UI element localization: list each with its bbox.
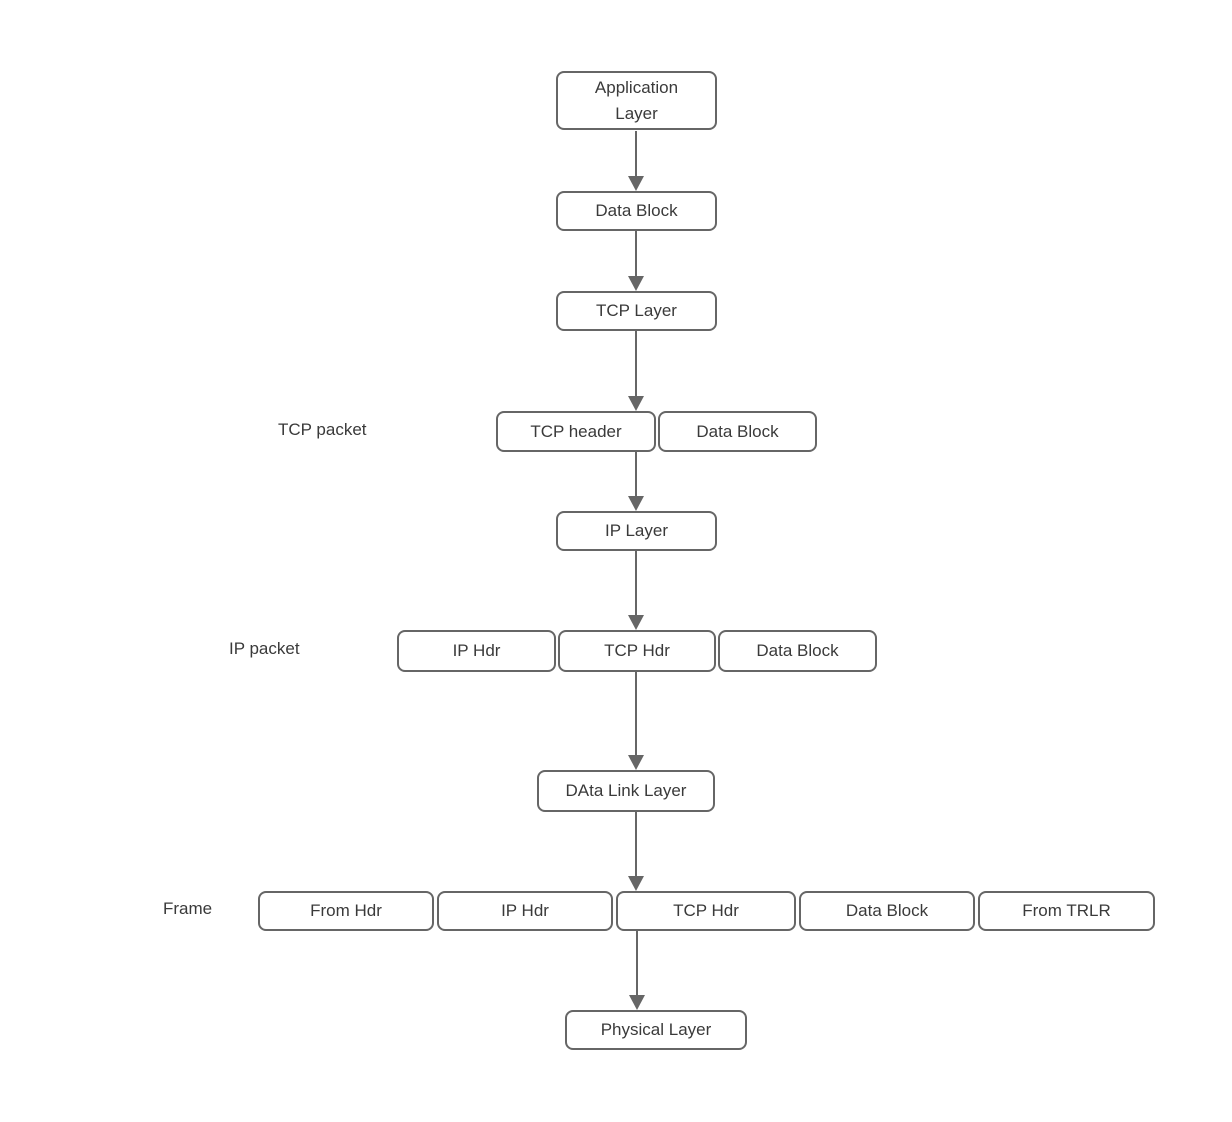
label-ip-packet: IP packet: [229, 639, 300, 658]
arrowhead-icon: [628, 176, 644, 191]
arrowhead-icon: [629, 995, 645, 1010]
node-application-layer: Application Layer: [556, 71, 717, 130]
arrow-shaft: [635, 672, 637, 757]
node-from-hdr: From Hdr: [258, 891, 434, 931]
arrow-down-icon: [628, 551, 644, 630]
arrow-down-icon: [628, 452, 644, 511]
node-ip-hdr-1: IP Hdr: [397, 630, 556, 672]
arrowhead-icon: [628, 496, 644, 511]
node-tcp-hdr-2: TCP Hdr: [616, 891, 796, 931]
arrow-shaft: [635, 452, 637, 498]
arrow-down-icon: [628, 231, 644, 291]
arrow-shaft: [635, 131, 637, 178]
arrow-shaft: [635, 812, 637, 878]
arrow-down-icon: [628, 672, 644, 770]
arrow-shaft: [636, 931, 638, 997]
arrowhead-icon: [628, 876, 644, 891]
arrowhead-icon: [628, 276, 644, 291]
arrowhead-icon: [628, 755, 644, 770]
arrow-shaft: [635, 231, 637, 278]
label-tcp-packet: TCP packet: [278, 420, 367, 439]
node-from-trlr: From TRLR: [978, 891, 1155, 931]
node-data-block-2: Data Block: [658, 411, 817, 452]
node-data-block-3: Data Block: [718, 630, 877, 672]
node-physical-layer: Physical Layer: [565, 1010, 747, 1050]
arrowhead-icon: [628, 396, 644, 411]
node-tcp-layer: TCP Layer: [556, 291, 717, 331]
arrow-shaft: [635, 551, 637, 617]
node-ip-hdr-2: IP Hdr: [437, 891, 613, 931]
arrowhead-icon: [628, 615, 644, 630]
arrow-down-icon: [628, 131, 644, 191]
arrow-down-icon: [629, 931, 645, 1010]
arrow-down-icon: [628, 331, 644, 411]
label-frame: Frame: [163, 899, 213, 918]
node-ip-layer: IP Layer: [556, 511, 717, 551]
node-tcp-header: TCP header: [496, 411, 656, 452]
node-tcp-hdr-1: TCP Hdr: [558, 630, 716, 672]
arrow-shaft: [635, 331, 637, 398]
node-data-link-layer: DAta Link Layer: [537, 770, 715, 812]
arrow-down-icon: [628, 812, 644, 891]
node-data-block-1: Data Block: [556, 191, 717, 231]
node-data-block-4: Data Block: [799, 891, 975, 931]
